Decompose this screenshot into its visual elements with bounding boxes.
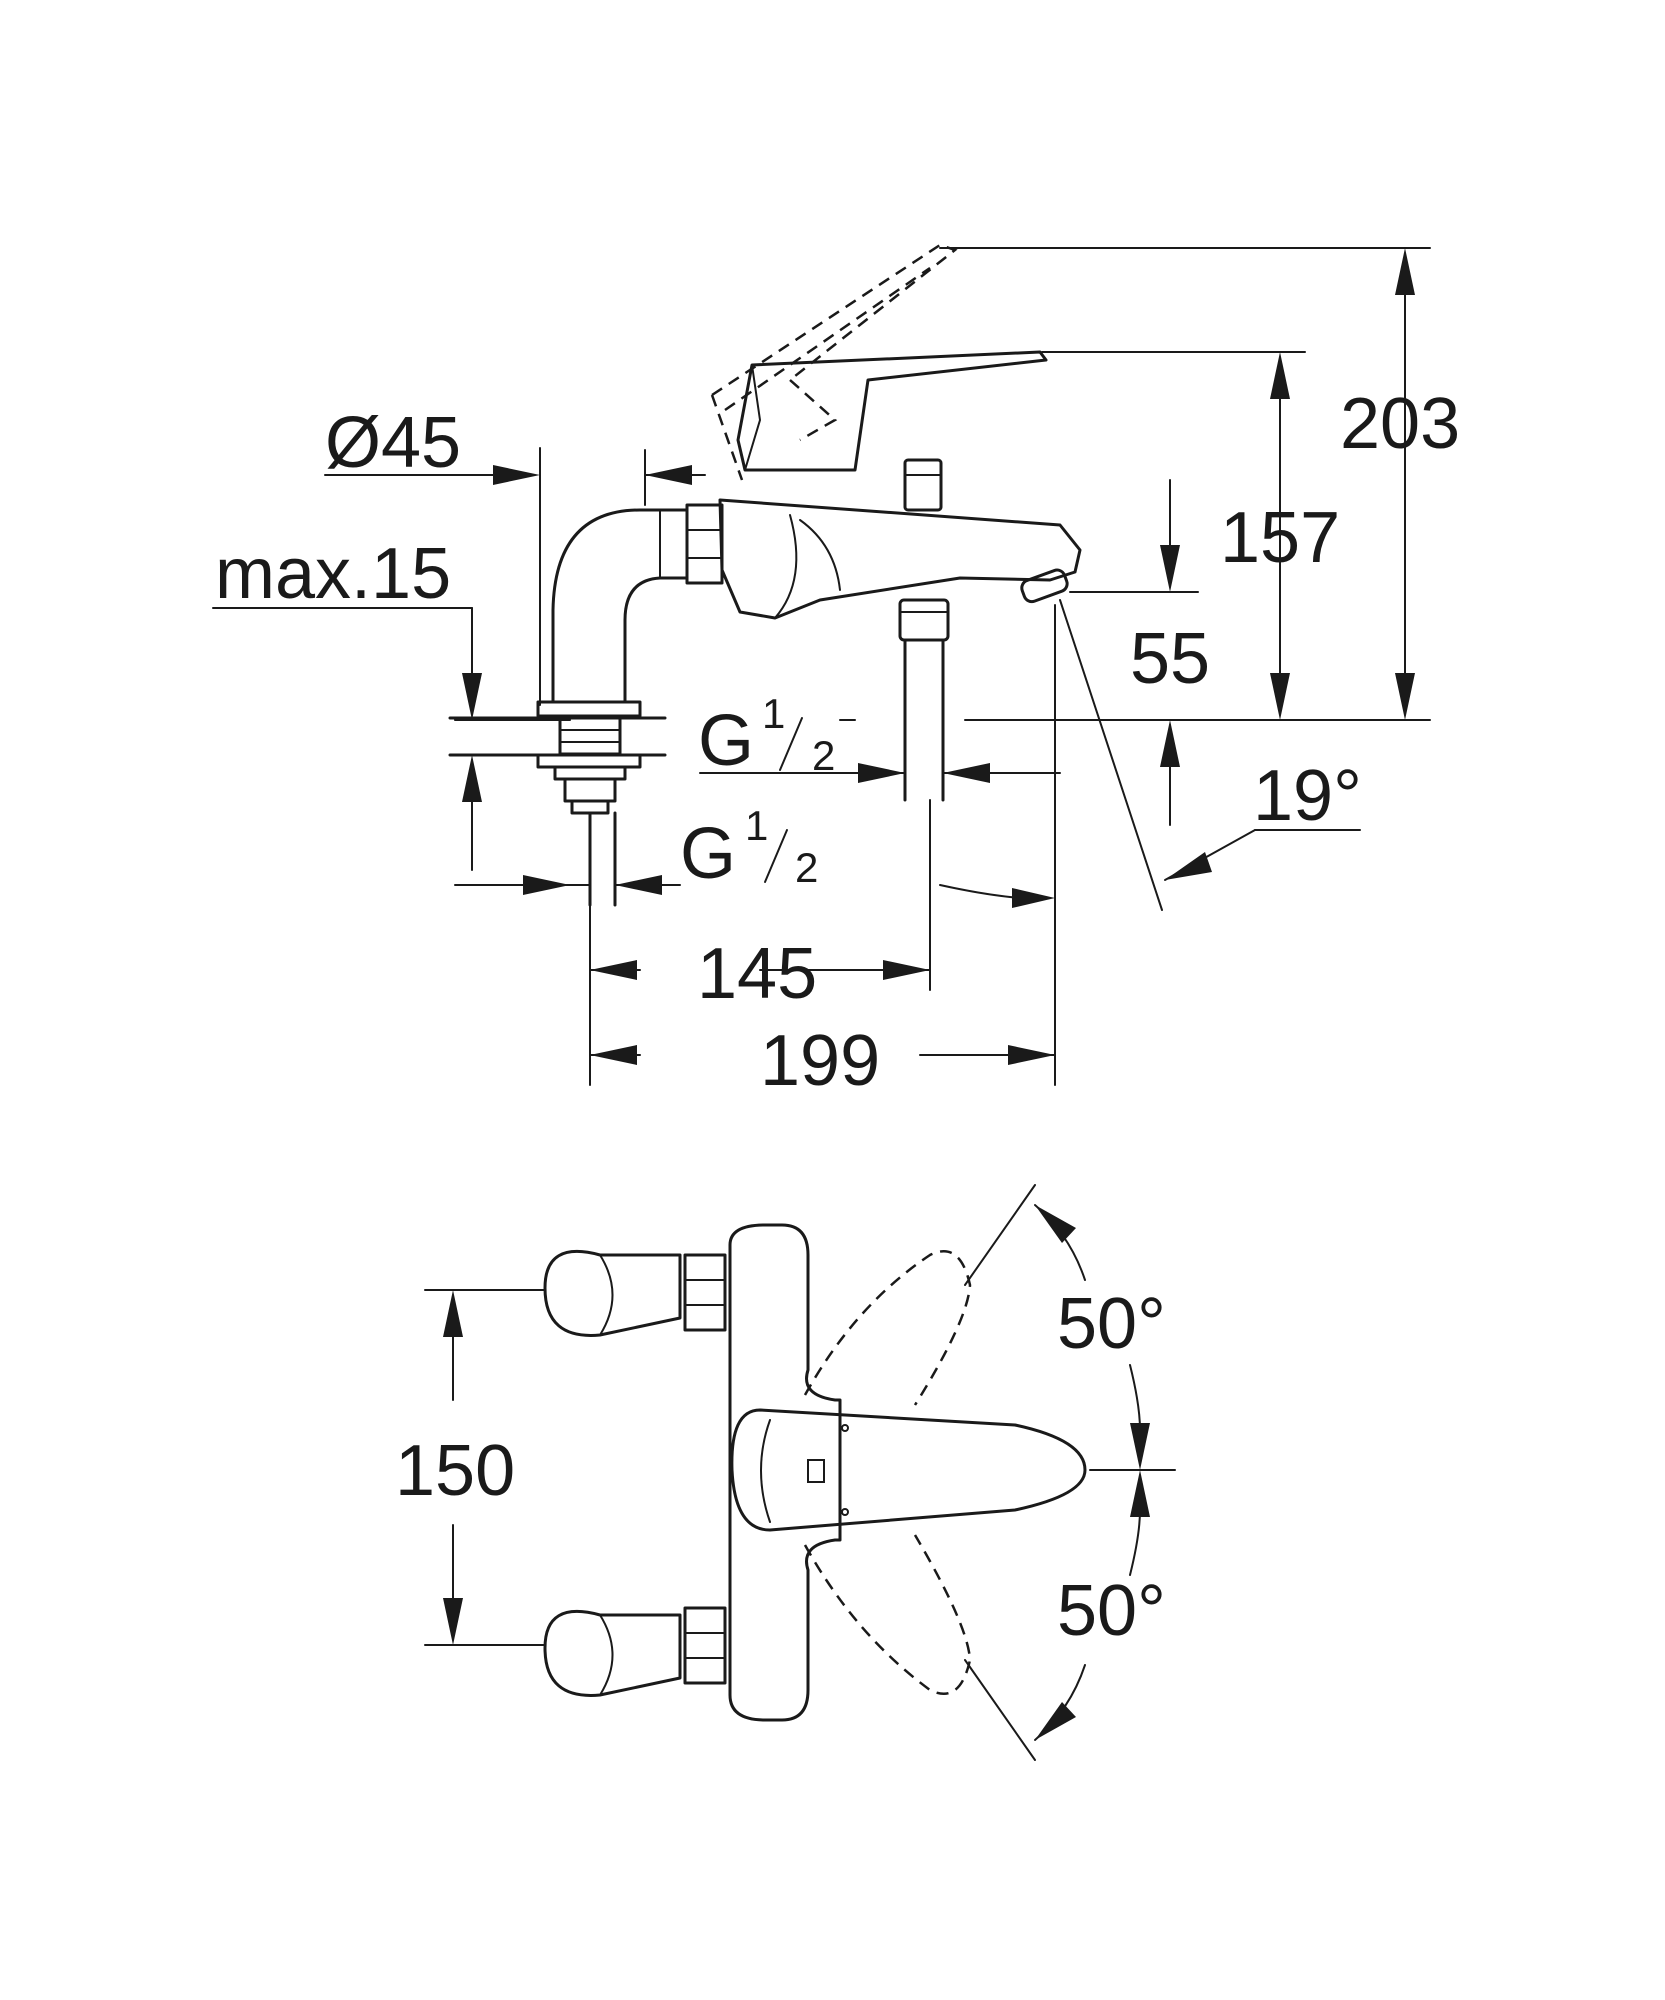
dim-height-lever: 157 (1220, 498, 1340, 578)
thread-size-top: G 1 2 (698, 690, 835, 781)
dim-angle-top: 50° (1057, 1284, 1166, 1364)
top-dimension-texts: 150 50° 50° (395, 1284, 1166, 1651)
mixer-lever-top (730, 1408, 1087, 1532)
dim-width-199: 199 (760, 1021, 880, 1101)
dim-height-spout: 55 (1130, 619, 1210, 699)
hex-nut-top (683, 1253, 727, 1332)
hex-nut-side (685, 503, 724, 585)
dim-height-total: 203 (1340, 384, 1460, 464)
inlet-elbow (551, 508, 689, 704)
mixer-body (718, 498, 1082, 620)
side-arrowheads (462, 248, 1415, 1065)
side-dimension-texts: Ø45 max.15 203 157 55 19° 145 199 G 1 2 … (215, 384, 1460, 1101)
thread-bottom-denominator: 2 (795, 844, 818, 891)
thread-size-bottom: G 1 2 (680, 802, 818, 894)
top-view: 150 50° 50° (395, 1184, 1176, 1761)
inlet-elbow-top (543, 1250, 682, 1337)
mixer-body-top (728, 1223, 842, 1722)
dim-spout-angle: 19° (1253, 756, 1362, 836)
dim-diameter: Ø45 (325, 403, 461, 483)
dim-spacing: 150 (395, 1431, 515, 1511)
dim-angle-bottom: 50° (1057, 1571, 1166, 1651)
inlet-elbow-bottom (543, 1610, 682, 1697)
shower-outlet (898, 598, 950, 802)
spout-outlet (1020, 568, 1069, 604)
side-view: Ø45 max.15 203 157 55 19° 145 199 G 1 2 … (212, 243, 1460, 1101)
side-dimension-lines (212, 247, 1431, 1086)
deck-mount (448, 700, 667, 907)
lever-swing-outline-top (803, 1250, 972, 1695)
thread-top-prefix: G (698, 701, 754, 781)
diverter-knob (903, 458, 943, 512)
dim-max-depth: max.15 (215, 534, 451, 614)
thread-top-denominator: 2 (812, 732, 835, 779)
dim-width-145: 145 (697, 934, 817, 1014)
top-dimension-lines (424, 1184, 1176, 1761)
top-arrowheads (443, 1205, 1150, 1740)
hex-nut-bottom (683, 1606, 727, 1685)
mixer-lever (736, 350, 1048, 472)
thread-bottom-numerator: 1 (745, 802, 768, 849)
thread-bottom-prefix: G (680, 814, 736, 894)
thread-top-numerator: 1 (762, 690, 785, 737)
